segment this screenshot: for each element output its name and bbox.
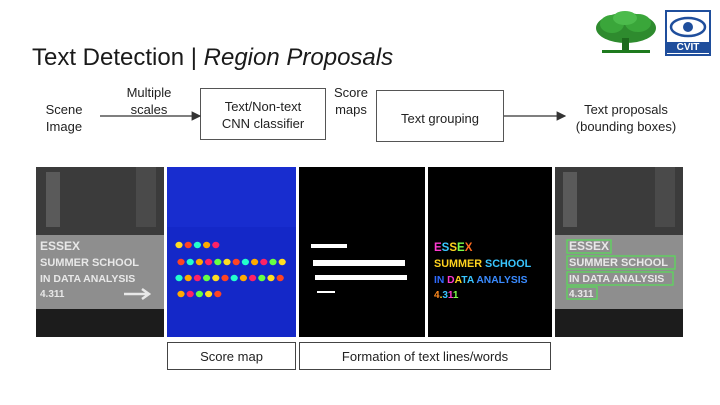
score-map-caption: Score map <box>167 342 296 370</box>
heat-blob <box>203 241 211 249</box>
heat-blob <box>175 241 183 249</box>
heat-blob <box>258 274 266 282</box>
heat-blob <box>184 241 192 249</box>
heat-blob <box>232 258 240 266</box>
heat-blob <box>195 290 203 298</box>
grouped-line-3: IN DATA ANALYSIS <box>434 275 528 286</box>
heat-blob <box>205 290 213 298</box>
heat-blob <box>276 274 284 282</box>
score-map-panel <box>167 167 296 337</box>
proposal-boxes <box>566 239 676 300</box>
cvit-logo: CVIT <box>665 10 711 56</box>
grouped-line-1: ESSEX <box>434 242 473 254</box>
heat-blob <box>269 258 277 266</box>
word-grouping-panel: ESSEX SUMMER SCHOOL IN DATA ANALYSIS 4.3… <box>428 167 552 337</box>
proposal-line-2: SUMMER SCHOOL <box>569 257 668 269</box>
cnn-classifier-box: Text/Non-text CNN classifier <box>200 88 326 140</box>
heat-blob <box>251 258 259 266</box>
heat-blob <box>214 258 222 266</box>
formation-caption: Formation of text lines/words <box>299 342 551 370</box>
heat-blob <box>214 290 222 298</box>
sign-line-1: ESSEX <box>40 239 80 253</box>
multiple-scales-label: Multiple scales <box>126 85 172 117</box>
text-grouping-box: Text grouping <box>376 90 504 142</box>
heat-blob <box>184 274 192 282</box>
heat-blob <box>205 258 213 266</box>
proposal-line-4: 4.311 <box>569 289 594 300</box>
score-maps-label: Score maps <box>334 85 368 117</box>
sign-line-3: IN DATA ANALYSIS <box>40 273 135 285</box>
heat-blob <box>260 258 268 266</box>
grouped-line-4: 4.311 <box>434 290 459 301</box>
heat-blob <box>241 258 249 266</box>
heat-blob <box>193 274 201 282</box>
scene-image-label: Scene Image <box>45 102 83 134</box>
heat-blob <box>193 241 201 249</box>
title-italic: Region Proposals <box>203 44 394 71</box>
heat-blob <box>195 258 203 266</box>
heat-blob <box>212 241 220 249</box>
heat-blob <box>267 274 275 282</box>
heat-blob <box>186 258 194 266</box>
heat-blob <box>186 290 194 298</box>
text-proposals-label: Text proposals (bounding boxes) <box>575 102 677 134</box>
heat-blob <box>249 274 257 282</box>
heat-blob <box>175 274 183 282</box>
heat-blob <box>278 258 286 266</box>
text-mask-panel <box>299 167 425 337</box>
sign-line-2: SUMMER SCHOOL <box>40 257 139 269</box>
grouped-line-2: SUMMER SCHOOL <box>434 258 532 270</box>
page-title: Text Detection | Region Proposals <box>32 44 393 72</box>
heat-blob <box>177 258 185 266</box>
heat-blob <box>177 290 185 298</box>
proposal-line-1: ESSEX <box>569 239 609 253</box>
sign-line-4: 4.311 <box>40 289 65 300</box>
sign-arrow-icon <box>124 287 152 301</box>
heat-blob <box>223 258 231 266</box>
heat-blob <box>221 274 229 282</box>
proposal-line-3: IN DATA ANALYSIS <box>569 273 664 285</box>
scene-image-panel: ESSEX SUMMER SCHOOL IN DATA ANALYSIS 4.3… <box>36 167 164 337</box>
heat-blob <box>239 274 247 282</box>
tree-logo <box>592 10 660 56</box>
pipeline-arrows <box>100 111 567 121</box>
cvit-logo-text: CVIT <box>667 42 709 53</box>
title-main: Text Detection | <box>32 44 204 71</box>
heat-blob <box>212 274 220 282</box>
heat-blob <box>230 274 238 282</box>
heat-blob <box>203 274 211 282</box>
text-proposals-panel: ESSEX SUMMER SCHOOL IN DATA ANALYSIS 4.3… <box>555 167 683 337</box>
